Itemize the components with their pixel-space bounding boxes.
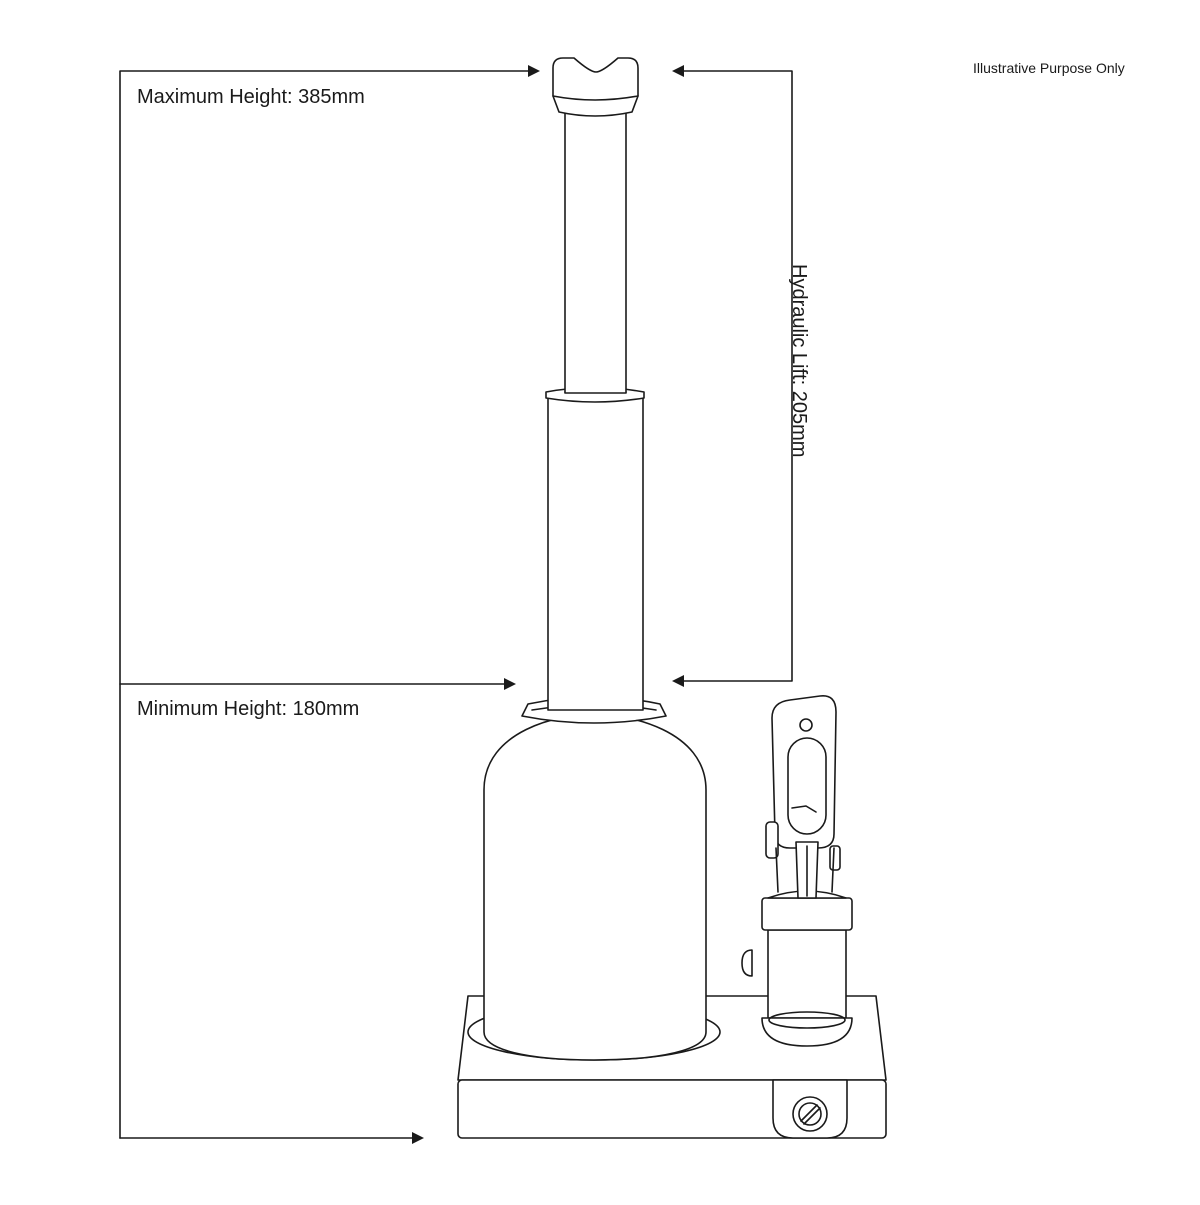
max-height-dimension	[119, 65, 540, 1139]
top-ram	[552, 57, 639, 394]
hydraulic-lift-dimension	[672, 65, 793, 687]
disclaimer-note: Illustrative Purpose Only	[973, 60, 1125, 76]
release-valve-icon	[792, 1096, 828, 1132]
base-arrow	[412, 1132, 424, 1144]
min-height-label: Minimum Height: 180mm	[137, 698, 360, 720]
max-height-arrow	[528, 65, 540, 77]
saddle-icon	[552, 57, 639, 101]
min-height-arrow	[504, 678, 516, 690]
min-height-dimension	[119, 678, 516, 690]
hydraulic-lift-label: Hydraulic Lift: 205mm	[788, 264, 810, 458]
lift-top-arrow	[672, 65, 684, 77]
second-stage-ram	[545, 386, 645, 711]
pump-assembly	[741, 695, 853, 1047]
cylinder-body	[483, 696, 707, 1061]
base-dimension	[119, 1132, 424, 1144]
max-height-label: Maximum Height: 385mm	[137, 86, 365, 108]
lift-bottom-arrow	[672, 675, 684, 687]
